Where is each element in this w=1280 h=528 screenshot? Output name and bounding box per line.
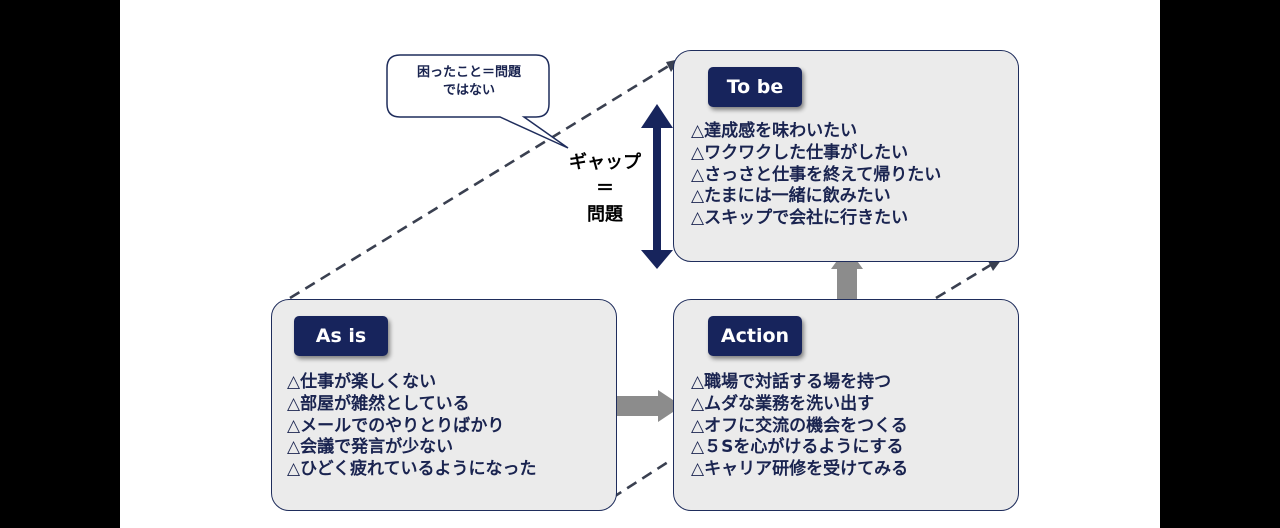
dashed-arrowhead-right bbox=[988, 259, 1002, 271]
list-item: △部屋が雑然としている bbox=[287, 393, 470, 414]
action-items: △職場で対話する場を持つ △ムダな業務を洗い出す △オフに交流の機会をつくる △… bbox=[691, 372, 908, 481]
to-be-box: To be △達成感を味わいたい △ワクワクした仕事がしたい △さっさと仕事を終… bbox=[673, 50, 1019, 262]
list-item: △メールでのやりとりばかり bbox=[287, 415, 505, 436]
list-item: △仕事が楽しくない bbox=[287, 372, 437, 392]
speech-bubble-line1: 困ったこと＝問題 bbox=[416, 65, 521, 80]
to-be-items: △達成感を味わいたい △ワクワクした仕事がしたい △さっさと仕事を終えて帰りたい… bbox=[691, 121, 941, 230]
gray-arrow-up bbox=[831, 247, 863, 313]
speech-bubble-text: 困ったこと＝問題 ではない bbox=[388, 64, 550, 100]
gap-label: ギャップ ＝ 問題 bbox=[555, 150, 655, 228]
list-item: △スキップで会社に行きたい bbox=[691, 208, 909, 229]
gap-arrow-head-down bbox=[641, 250, 673, 269]
to-be-title: To be bbox=[708, 67, 802, 107]
action-title: Action bbox=[708, 316, 802, 356]
speech-bubble bbox=[386, 54, 569, 149]
action-box: Action △職場で対話する場を持つ △ムダな業務を洗い出す △オフに交流の機… bbox=[673, 299, 1019, 511]
dashed-line-asis-tobe bbox=[289, 60, 676, 300]
list-item: △会議で発言が少ない bbox=[287, 437, 454, 458]
list-item: △さっさと仕事を終えて帰りたい bbox=[691, 164, 942, 185]
list-item: △オフに交流の機会をつくる bbox=[691, 415, 908, 436]
list-item: △ワクワクした仕事がしたい bbox=[691, 142, 909, 163]
as-is-items: △仕事が楽しくない △部屋が雑然としている △メールでのやりとりばかり △会議で… bbox=[287, 372, 537, 481]
list-item: △たまには一緒に飲みたい bbox=[691, 186, 891, 207]
gap-arrow-shaft bbox=[653, 126, 661, 252]
list-item: △ひどく疲れているようになった bbox=[287, 459, 537, 480]
list-item: △達成感を味わいたい bbox=[691, 121, 858, 141]
list-item: △ムダな業務を洗い出す bbox=[691, 393, 875, 414]
list-item: △５Sを心がけるようにする bbox=[691, 437, 904, 458]
dashed-line-asis-action bbox=[611, 460, 669, 500]
list-item: △職場で対話する場を持つ bbox=[691, 372, 892, 392]
diagram-canvas: 困ったこと＝問題 ではない ギャップ ＝ 問題 To be △達成感を味わいたい… bbox=[120, 0, 1160, 528]
gap-label-line1: ギャップ bbox=[569, 152, 641, 173]
gap-label-line2: ＝ bbox=[596, 178, 614, 199]
list-item: △キャリア研修を受けてみる bbox=[691, 459, 909, 480]
speech-bubble-line2: ではない bbox=[442, 83, 495, 98]
dashed-line-action-right bbox=[935, 261, 995, 300]
as-is-box: As is △仕事が楽しくない △部屋が雑然としている △メールでのやりとりばか… bbox=[271, 299, 617, 511]
as-is-title: As is bbox=[294, 316, 388, 356]
gray-arrow-right bbox=[604, 390, 682, 422]
connector-layer bbox=[289, 54, 1002, 500]
gap-arrow-head-up bbox=[641, 104, 673, 128]
gap-label-line3: 問題 bbox=[587, 204, 623, 225]
